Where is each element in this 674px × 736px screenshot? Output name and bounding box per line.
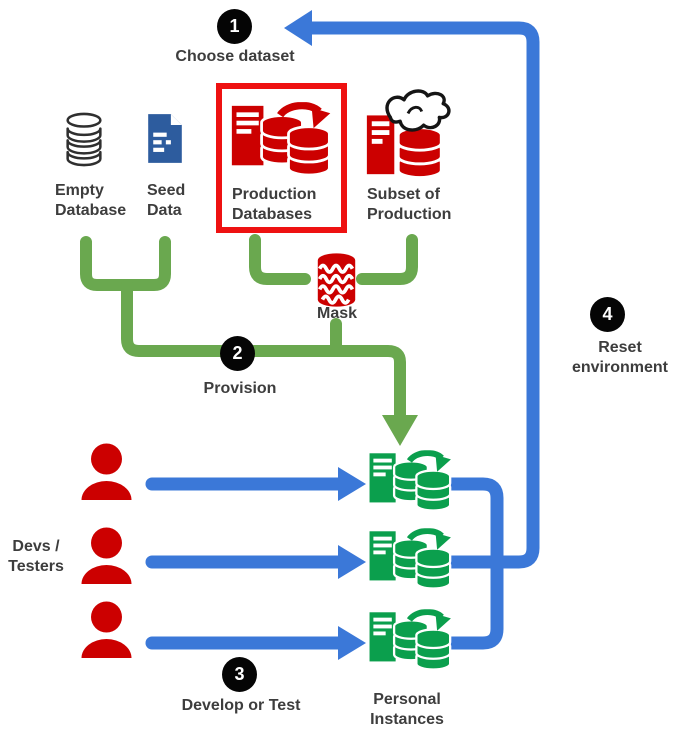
provision-arrowhead [382,415,418,446]
hand-picking-database-icon [362,88,454,182]
mask-label: Mask [316,305,358,322]
step-4-badge: 4 [590,297,625,332]
step-1-label: Choose dataset [175,48,295,65]
instances-bracket-line [443,477,504,650]
seed-data-label: Seed Data [147,182,186,219]
person-icon [78,601,135,659]
provision-main-line [121,279,406,423]
step-4-number: 4 [602,304,613,324]
person-icon [78,443,135,501]
devs-testers-label: Devs / Testers [8,538,64,575]
subset-of-production-label: Subset of Production [367,186,452,223]
production-highlight-box [216,83,347,233]
step-2-number: 2 [232,343,243,363]
reset-environment-line [305,21,540,569]
step-3-badge: 3 [222,657,257,692]
personal-instance-icon [368,609,454,677]
step-1-badge: 1 [217,9,252,44]
personal-instance-icon [368,528,454,596]
dev-arrowhead-2 [338,545,366,579]
subset-to-mask-line [356,234,418,285]
production-databases-label: Production Databases [232,186,317,223]
personal-instance-icon [368,450,454,518]
database-outline-icon [62,111,106,168]
empty-seed-merge-line [80,236,171,291]
step-4-label: Reset environment [571,339,668,376]
step-3-label: Develop or Test [181,697,301,714]
personal-instances-label: Personal Instances [370,691,444,728]
production-to-mask-line [249,234,311,285]
production-databases-icon [230,102,334,184]
empty-database-label: Empty Database [55,182,127,219]
dev-arrowhead-3 [338,626,366,660]
seed-document-icon [144,110,186,167]
step-1-number: 1 [229,16,240,36]
reset-arrowhead [284,10,312,46]
step-3-number: 3 [234,664,245,684]
step-2-badge: 2 [220,336,255,371]
person-icon [78,527,135,585]
dev-arrowhead-1 [338,467,366,501]
step-2-label: Provision [203,380,277,397]
masked-database-icon [314,251,359,309]
